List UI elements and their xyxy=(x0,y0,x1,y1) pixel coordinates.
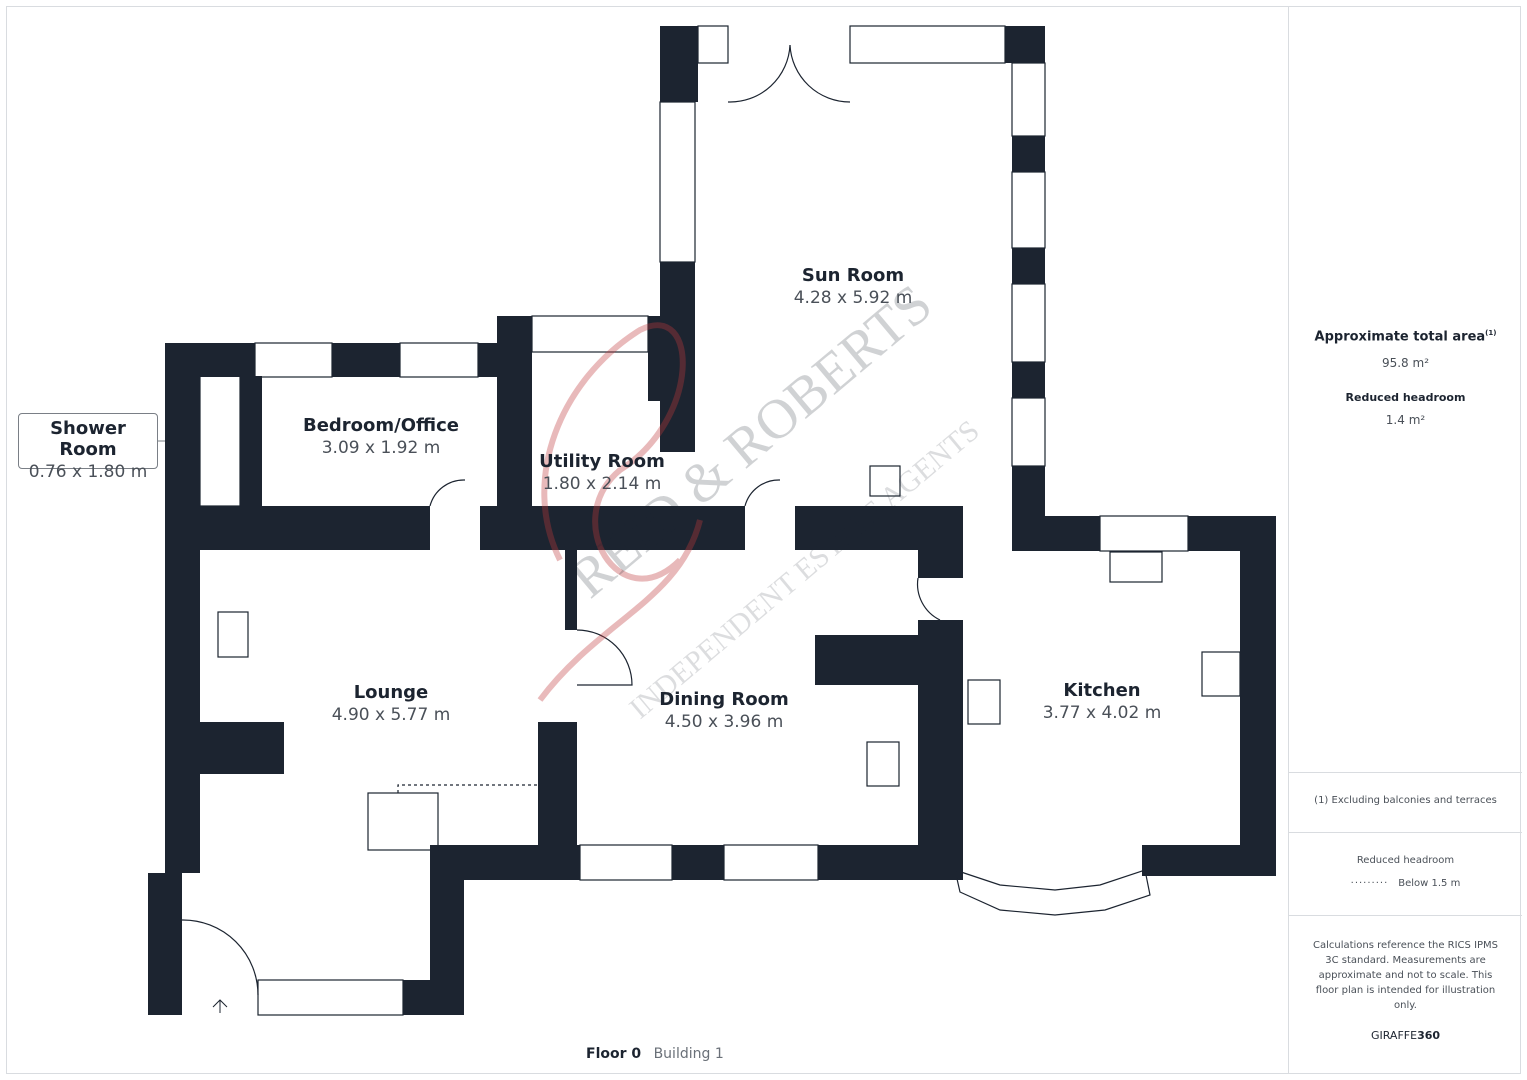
room-name: Bedroom/Office xyxy=(302,415,460,436)
total-area-label: Approximate total area xyxy=(1314,329,1486,345)
room-dining: Dining Room 4.50 x 3.96 m xyxy=(659,689,788,732)
legend-item-label: Below 1.5 m xyxy=(1398,878,1461,889)
dotted-line-icon: ········· xyxy=(1350,878,1389,889)
room-kitchen: Kitchen 3.77 x 4.02 m xyxy=(1043,680,1162,723)
total-area-heading: Approximate total area(1) xyxy=(1289,329,1522,344)
watermark-logo xyxy=(537,322,703,702)
walls xyxy=(148,26,1276,1015)
callout-name: Shower Room xyxy=(50,418,126,460)
total-area-value: 95.8 m² xyxy=(1381,356,1430,370)
footnote-text: (1) Excluding balconies and terraces xyxy=(1314,795,1497,806)
divider xyxy=(1289,915,1522,916)
room-name: Utility Room xyxy=(539,451,665,472)
room-dims: 1.80 x 2.14 m xyxy=(542,474,662,494)
reduced-headroom-label: Reduced headroom xyxy=(1345,391,1466,404)
legend-title: Reduced headroom xyxy=(1356,855,1455,866)
floor-footer: Floor 0 Building 1 xyxy=(586,1046,724,1062)
page-frame xyxy=(6,6,1521,1074)
room-dims: 3.09 x 1.92 m xyxy=(321,438,441,458)
reduced-headroom-value: 1.4 m² xyxy=(1385,413,1426,427)
legend-item: ········· Below 1.5 m xyxy=(1289,878,1522,889)
room-dims: 4.50 x 3.96 m xyxy=(664,712,784,732)
brand-logo: GIRAFFE360 xyxy=(1289,1029,1522,1042)
brand-name: GIRAFFE xyxy=(1370,1029,1418,1042)
divider xyxy=(1289,772,1522,773)
windows-doors xyxy=(181,25,1241,1016)
watermark-brand: REID & ROBERTS xyxy=(559,273,944,610)
disclaimer-text: Calculations reference the RICS IPMS 3C … xyxy=(1312,940,1499,1011)
entrance-arrow-icon xyxy=(212,999,228,1013)
shower-room-callout: Shower Room 0.76 x 1.80 m xyxy=(18,413,158,482)
room-name: Sun Room xyxy=(801,265,905,286)
room-dims: 4.90 x 5.77 m xyxy=(331,705,451,725)
room-name: Kitchen xyxy=(1063,680,1141,701)
room-dims: 3.77 x 4.02 m xyxy=(1042,703,1162,723)
room-bedroom-office: Bedroom/Office 3.09 x 1.92 m xyxy=(303,415,459,458)
brand-number: 360 xyxy=(1417,1029,1441,1042)
floor-label: Floor 0 xyxy=(586,1046,642,1062)
footnote-marker: (1) xyxy=(1485,329,1497,337)
room-lounge: Lounge 4.90 x 5.77 m xyxy=(332,682,451,725)
info-panel: Approximate total area(1) 95.8 m² Reduce… xyxy=(1288,6,1522,1074)
room-name: Lounge xyxy=(353,682,429,703)
building-label: Building 1 xyxy=(653,1046,724,1062)
room-sun-room: Sun Room 4.28 x 5.92 m xyxy=(794,265,913,308)
divider xyxy=(1289,832,1522,833)
room-utility: Utility Room 1.80 x 2.14 m xyxy=(539,451,665,494)
room-dims: 4.28 x 5.92 m xyxy=(793,288,913,308)
room-name: Dining Room xyxy=(659,689,789,710)
callout-dims: 0.76 x 1.80 m xyxy=(28,462,148,482)
